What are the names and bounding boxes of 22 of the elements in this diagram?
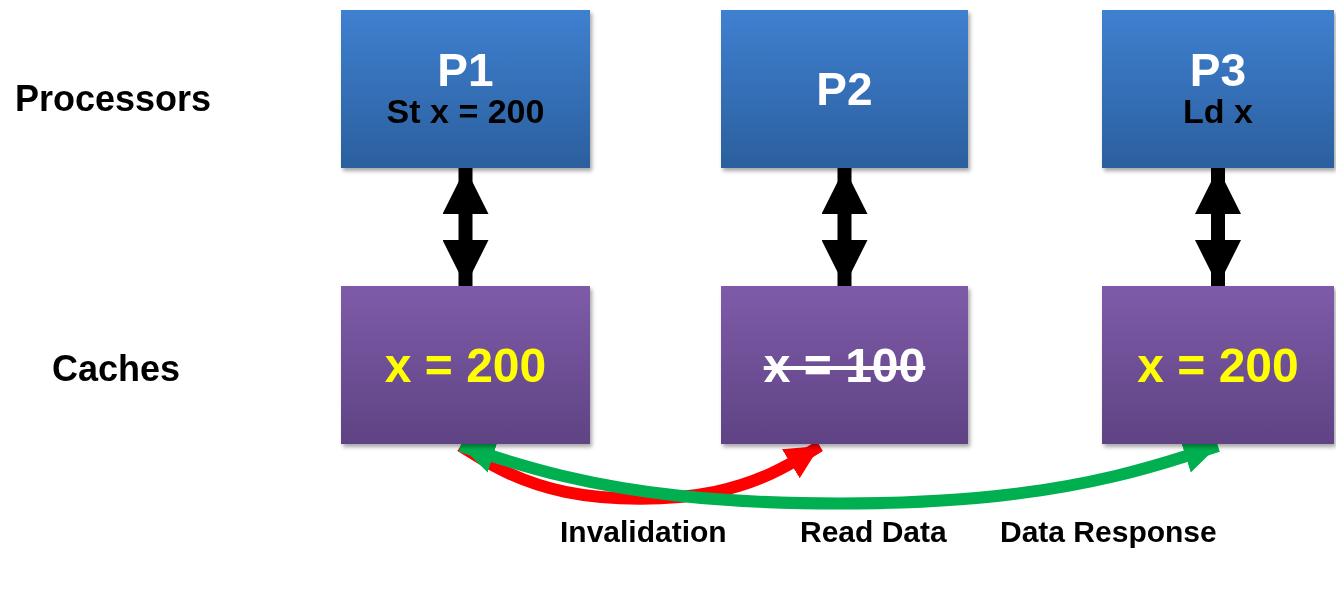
message-label: Invalidation bbox=[560, 515, 727, 549]
cache-box bbox=[721, 286, 968, 444]
instruction-label: Ld x bbox=[1183, 93, 1253, 131]
processor-box bbox=[721, 10, 968, 168]
arrow bbox=[442, 168, 489, 286]
cache-value: x = 200 bbox=[384, 337, 547, 393]
processor-label: P3 bbox=[1189, 47, 1247, 94]
processor-label: P1 bbox=[437, 47, 494, 94]
instruction-label: St x = 200 bbox=[386, 93, 545, 131]
cache-value: x = 200 bbox=[1137, 337, 1299, 393]
cache-box bbox=[1102, 286, 1334, 444]
processor-box bbox=[341, 10, 590, 168]
row-label: Processors bbox=[15, 78, 212, 120]
message-label: Read Data bbox=[800, 515, 947, 549]
processor-box bbox=[1102, 10, 1334, 168]
row-label: Caches bbox=[52, 348, 181, 390]
message-label: Data Response bbox=[1000, 515, 1217, 549]
processor-label: P2 bbox=[816, 66, 873, 112]
cache-box bbox=[341, 286, 590, 444]
cache-value: x = 100 bbox=[763, 337, 926, 393]
arrow bbox=[821, 168, 868, 286]
arrow bbox=[1195, 168, 1241, 286]
